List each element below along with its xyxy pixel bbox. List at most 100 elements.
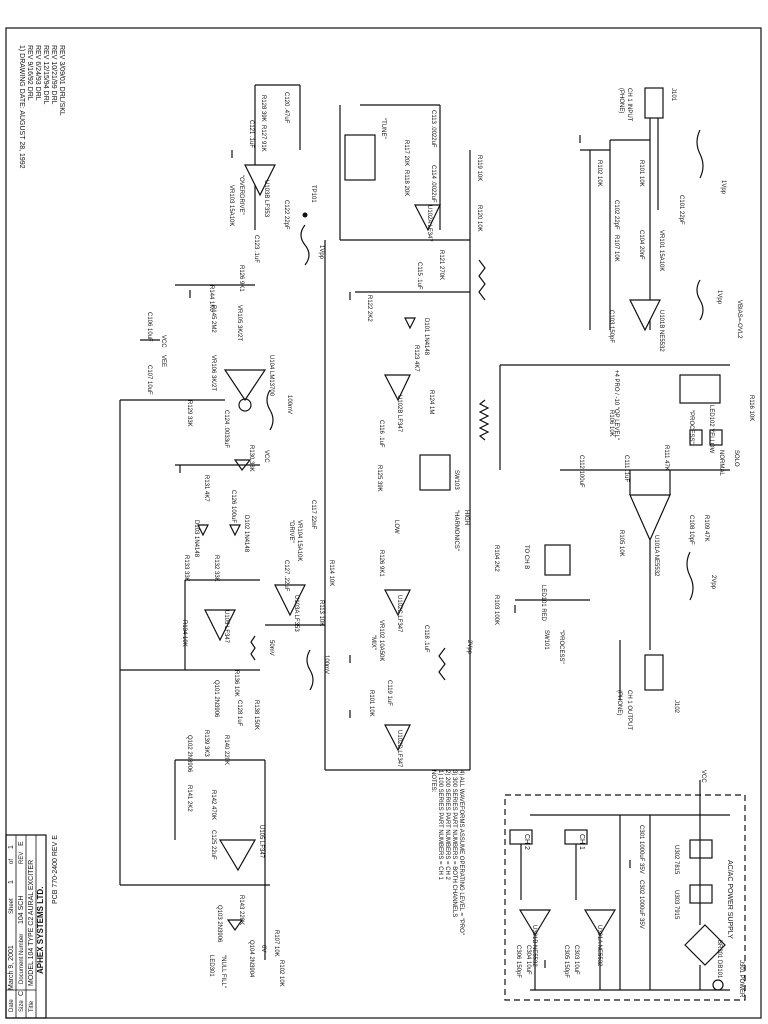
overdrive-section: R128 39K C120 .47uF R127 91K C121 .1uF U… xyxy=(119,84,324,885)
resistor-label: R107 10K xyxy=(613,235,619,262)
solo-label: SOLO xyxy=(733,450,739,467)
waveform-label: 1Vpp xyxy=(716,290,722,305)
capacitor-label: C112 100uF xyxy=(578,455,584,488)
capacitor-label: C123 .1uF xyxy=(253,235,259,263)
waveform-label: 100mV xyxy=(323,655,329,674)
led-label: LED301 xyxy=(208,955,214,977)
resistor-label: R101 10K xyxy=(368,690,374,717)
u104-ota xyxy=(223,369,267,402)
input-waveform xyxy=(696,129,704,179)
power-supply-box xyxy=(504,794,746,1001)
diode-d101 xyxy=(404,317,416,330)
note-line: 2) 200 SERIES PART NUMBERS = CH 2 xyxy=(444,770,450,881)
capacitor-label: C301 1000uF 35V xyxy=(638,825,644,874)
waveform-drive xyxy=(306,649,314,691)
capacitor-label: C120 .47uF xyxy=(283,92,289,124)
waveform-overdrive xyxy=(300,224,310,266)
note-line: 3) 300 SERIES PART NUMBERS = BOTH CHANNE… xyxy=(451,770,457,917)
resistor-label: R134 10K xyxy=(181,620,187,647)
process-switch-section: "PROCESS" SOLO NORMAL LED102 YELLOW +4 P… xyxy=(499,364,754,476)
resistor-label: R133 33K xyxy=(183,555,189,582)
diode-d103 xyxy=(197,524,209,537)
pot-label: VR105 3K/2T xyxy=(236,305,242,341)
resistor-label: R122 2K2 xyxy=(366,295,372,322)
waveform-burst xyxy=(478,399,490,441)
process-switch[interactable] xyxy=(679,374,721,404)
pro-level-label: +4 PRO / -10 "OP LEVEL" xyxy=(613,370,619,440)
resistor-label: R114 10K xyxy=(328,560,334,586)
vcc-label: VCC xyxy=(700,770,706,783)
test-point xyxy=(302,212,308,218)
waveform-2 xyxy=(696,279,704,321)
resistor-label: R143 220K xyxy=(238,895,244,925)
resistor-label: R129 33K xyxy=(186,400,192,427)
u102a-opamp xyxy=(414,204,441,232)
jack-label: J102 xyxy=(673,700,679,714)
waveform-harmonics xyxy=(478,259,486,301)
capacitor-label: C125 22uF xyxy=(210,830,216,860)
drive-label: "DRIVE" xyxy=(288,520,294,543)
ch-b-link: TO CH B LED101 RED "PROCESS" SW101 xyxy=(515,544,590,664)
resistor-label: R101 10K xyxy=(638,160,644,187)
resistor-label: R140 220K xyxy=(223,735,229,765)
resistor-label: R144 1K0 xyxy=(208,285,214,312)
opamp-label: U301B NE5532 xyxy=(531,925,537,967)
ch1-input-section: J101 CH 1 INPUT (PHONE) R102 10K R101 10… xyxy=(580,87,742,352)
resistor-label: R127 91K xyxy=(260,125,266,152)
power-jack-label: J301 POWER xyxy=(738,960,744,998)
overdrive-label: "OVERDRIVE" xyxy=(238,175,244,215)
tune-label: "TUNE" xyxy=(380,118,386,139)
capacitor-label: C106 10uF xyxy=(146,312,152,342)
resistor-label: R104 2K2 xyxy=(493,545,499,572)
drive-section: R130 33K VCC R131 4K7 C126 100uF D102 1N… xyxy=(120,445,334,730)
revision-line: REV 9/16/92 DRL xyxy=(26,45,33,101)
high-label: HIGH xyxy=(463,510,469,525)
note-line: NOTES: xyxy=(430,770,436,793)
process-label: "PROCESS" xyxy=(558,630,564,664)
capacitor-label: C103 150pF xyxy=(608,310,614,343)
resistor-label: R142 470K xyxy=(210,790,216,820)
waveform-label: 2Vpp xyxy=(710,575,716,590)
low-label: LOW xyxy=(393,520,399,534)
revision-line: 1) DRAWING DATE: AUGUST 28, 1992 xyxy=(18,45,25,169)
resistor-label: R141 2K2 xyxy=(186,785,192,812)
sheet-border xyxy=(5,27,762,1019)
resistor-label: R145 2M2 xyxy=(210,305,216,333)
u102b-opamp xyxy=(384,374,411,402)
transistor-label: Q102 2N3906 xyxy=(186,735,192,773)
vee-label: VEE xyxy=(160,355,166,367)
power-supply-section: AC/AC POWER SUPPLY BR301 DB101 J301 POWE… xyxy=(504,794,746,1001)
resistor-label: R132 33K xyxy=(213,555,219,582)
sheet-label: Sheet xyxy=(9,898,15,914)
resistor-label: R102 10K xyxy=(596,160,602,187)
note-line: 1) 100 SERIES PART NUMBERS = CH 1 xyxy=(437,770,443,881)
revision-line: REV 6/24/93 DRL xyxy=(34,45,41,101)
title-label: Title xyxy=(29,1000,35,1012)
capacitor-label: C127 .22uF xyxy=(283,560,289,592)
waveform-label: 2Vpp xyxy=(466,640,472,655)
opamp-label: U101A NE5532 xyxy=(653,535,659,577)
tune-pot[interactable] xyxy=(344,134,376,181)
opamp-label: U103A LF353 xyxy=(293,595,299,632)
capacitor-label: C118 .1uF xyxy=(423,625,429,653)
process-label: "PROCESS" xyxy=(688,410,694,444)
output-waveform xyxy=(686,551,694,601)
resistor-label: R117 20K xyxy=(403,140,409,166)
drawing-title: MODEL 104 TYPE C2 AURAL EXCITER xyxy=(28,860,35,986)
opamp-label: U102D LF347 xyxy=(396,730,402,768)
size-label: Size xyxy=(19,1000,25,1012)
capacitor-label: C303 10uF xyxy=(573,945,579,975)
capacitor-label: C305 150pF xyxy=(563,945,569,978)
date-label: Date xyxy=(9,999,15,1012)
u101b-opamp xyxy=(629,299,661,332)
capacitor-label: C111 .1uF xyxy=(623,455,629,482)
harmonics-switch[interactable] xyxy=(419,454,451,491)
u102c-opamp xyxy=(384,589,411,617)
resistor-label: R126 9K1 xyxy=(238,265,244,292)
capacitor-label: C108 10pF xyxy=(688,515,694,545)
vbias-label: VBIAS=-OVL2 xyxy=(736,300,742,339)
input-jack xyxy=(644,87,664,119)
resistor-label: R139 3K3 xyxy=(203,730,209,757)
opamp-label: U104 LM13700 xyxy=(268,355,274,397)
